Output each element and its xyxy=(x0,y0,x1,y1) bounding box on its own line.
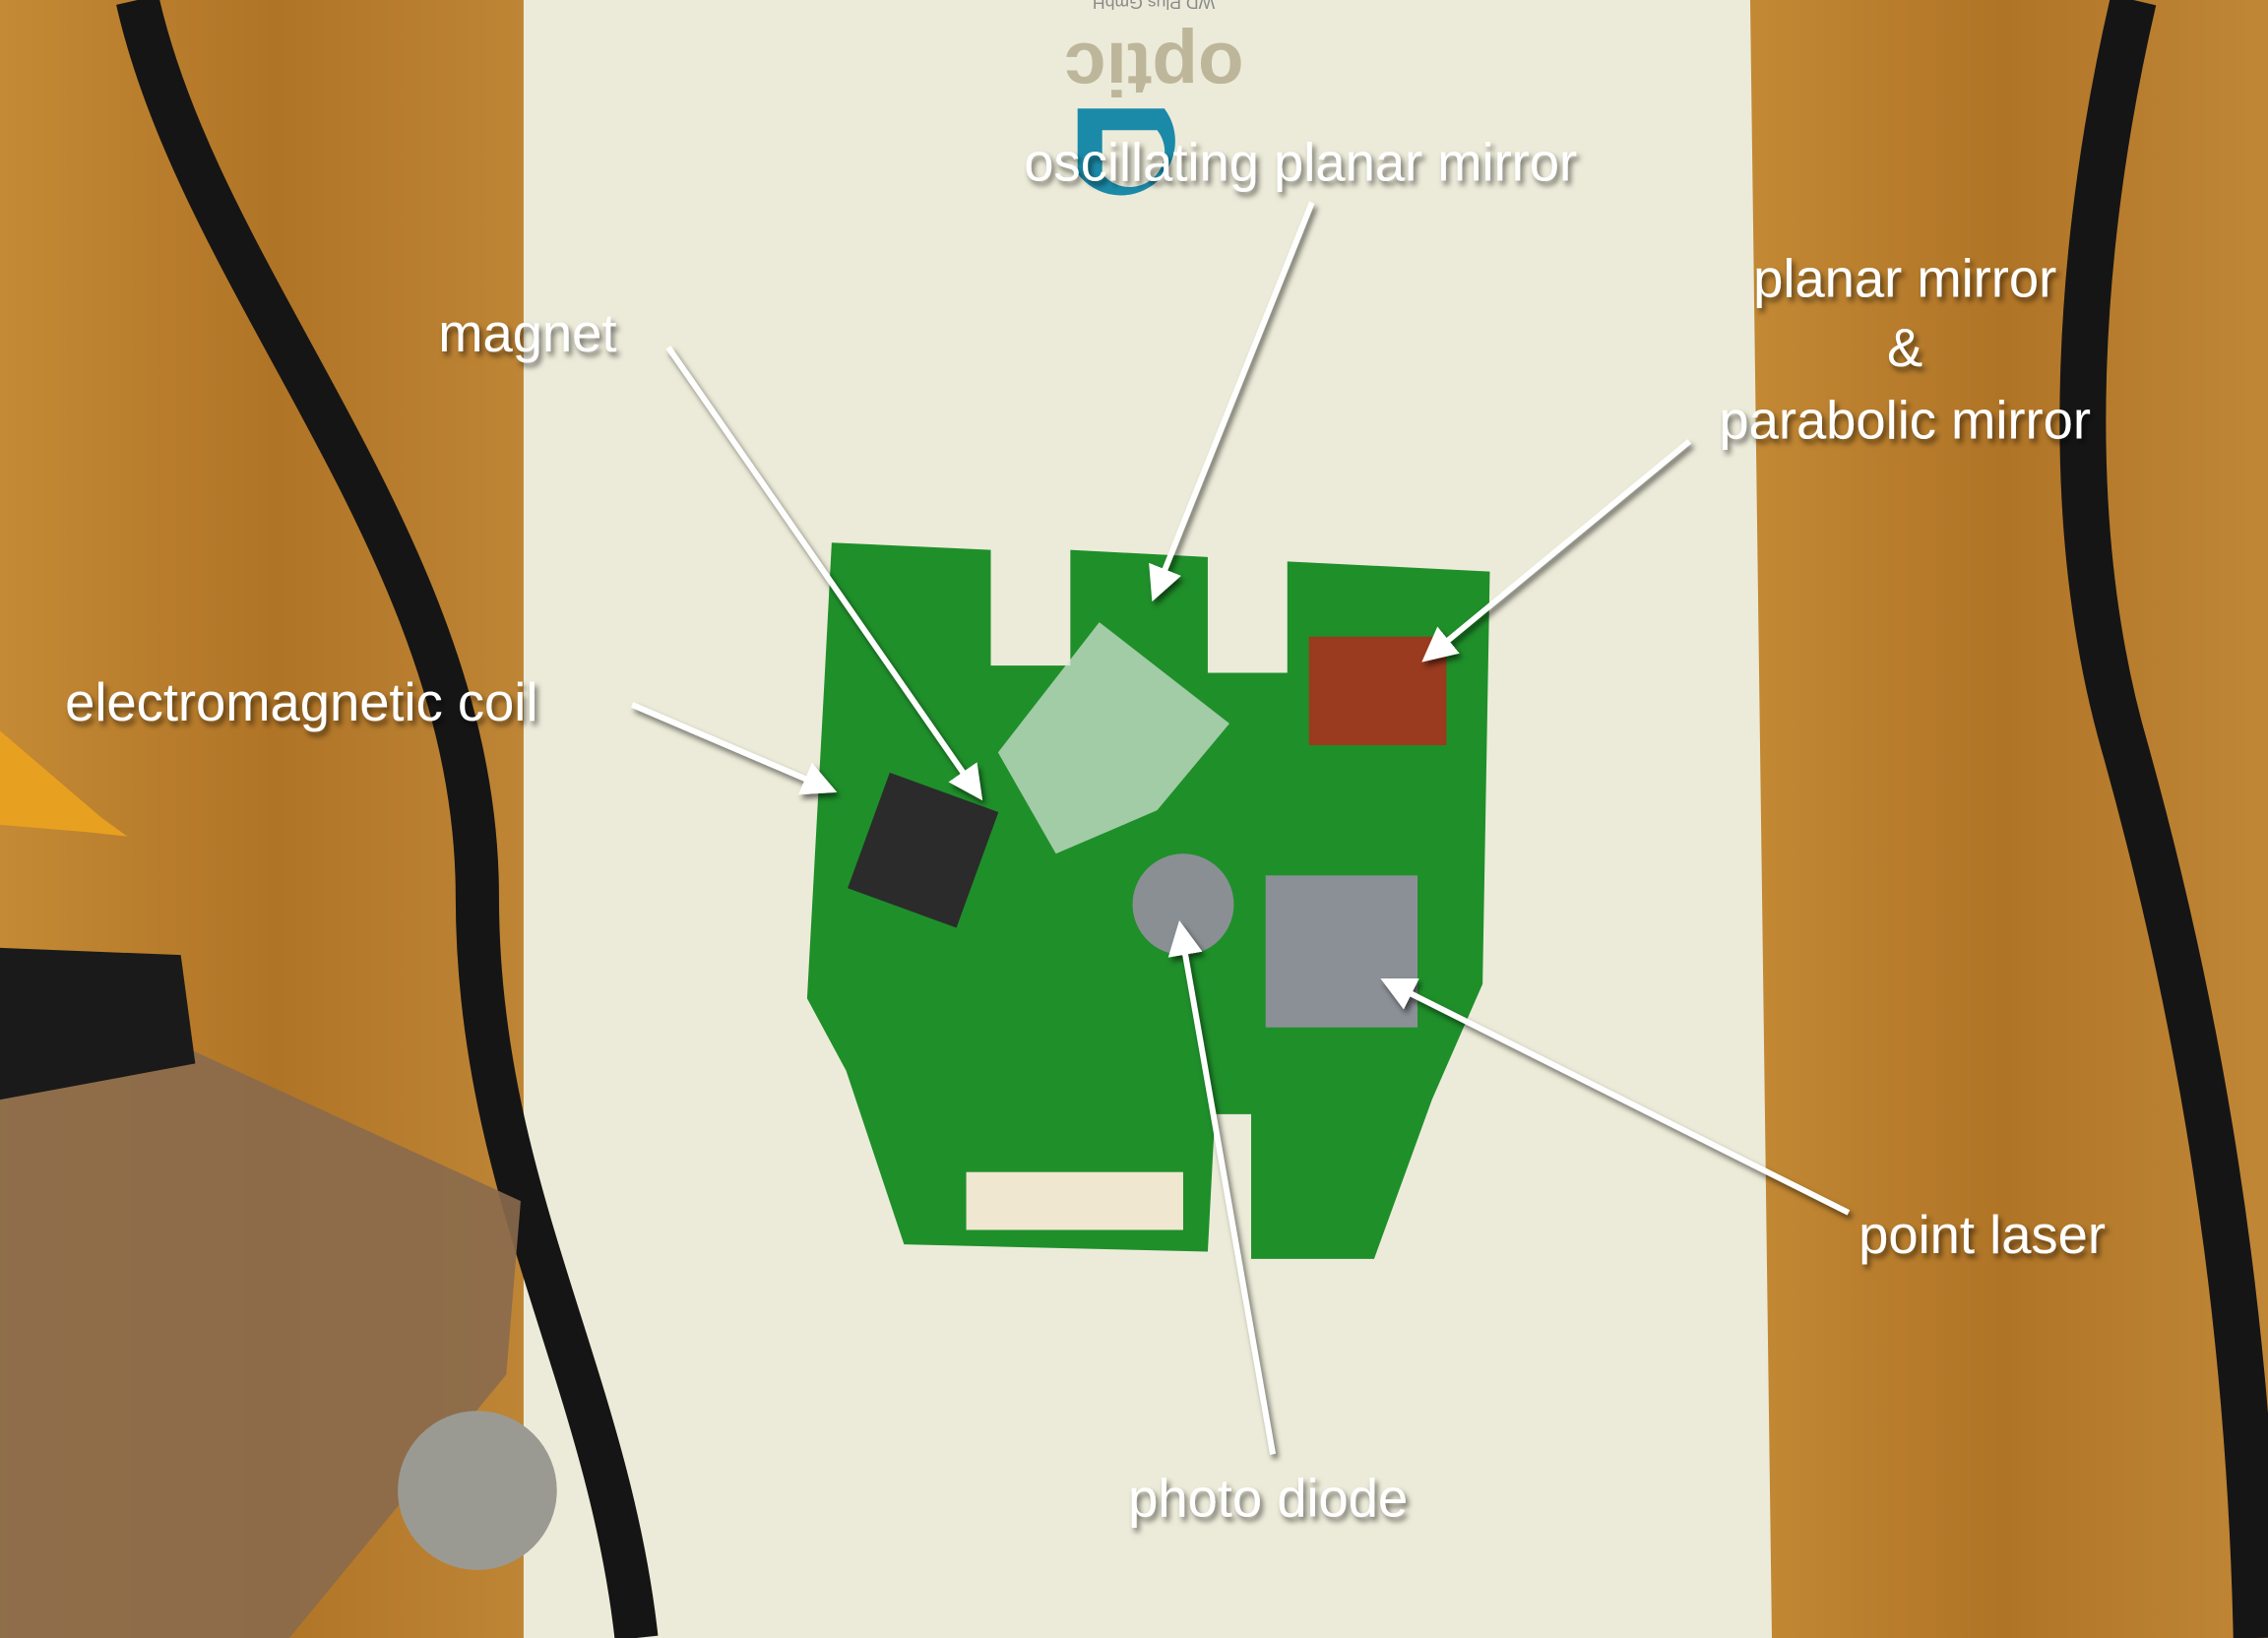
arrow-point-laser xyxy=(1380,978,1851,1216)
arrow-magnet xyxy=(665,346,983,801)
screw-bag xyxy=(0,1012,521,1638)
label-point-laser: point laser xyxy=(1858,1205,2106,1265)
label-oscillating-mirror: oscillating planar mirror xyxy=(1024,133,1577,193)
label-parabolic-mirror: parabolic mirror xyxy=(1719,390,2091,450)
label-photo-diode: photo diode xyxy=(1128,1469,1408,1529)
black-cable-left xyxy=(116,0,659,1638)
arrow-planar-mirror xyxy=(1421,439,1692,662)
svg-text:optic: optic xyxy=(1064,27,1243,110)
label-magnet: magnet xyxy=(438,303,616,363)
svg-text:WD Plus GmbH: WD Plus GmbH xyxy=(1093,0,1215,13)
arrow-coil xyxy=(630,702,838,795)
photo-diode-part xyxy=(1132,853,1234,956)
oscillating-mirror-part xyxy=(997,622,1229,854)
wood-table-right xyxy=(1735,0,2268,1638)
logo: optic WD Plus GmbH xyxy=(1064,0,1244,196)
arrow-oscillating-mirror xyxy=(1149,201,1315,602)
electromagnetic-coil-part xyxy=(848,772,999,928)
label-planar-mirror: planar mirror xyxy=(1753,248,2056,308)
black-object xyxy=(0,947,196,1101)
black-cable-right xyxy=(2059,0,2268,1638)
parabolic-mirror-part xyxy=(1308,636,1447,746)
coin xyxy=(398,1411,557,1570)
pencil xyxy=(0,730,128,837)
arrow-photo-diode xyxy=(1167,919,1276,1455)
connector xyxy=(966,1171,1183,1230)
label-coil: electromagnetic coil xyxy=(65,672,537,732)
point-laser-part xyxy=(1265,875,1418,1028)
label-ampersand: & xyxy=(1887,318,1922,378)
